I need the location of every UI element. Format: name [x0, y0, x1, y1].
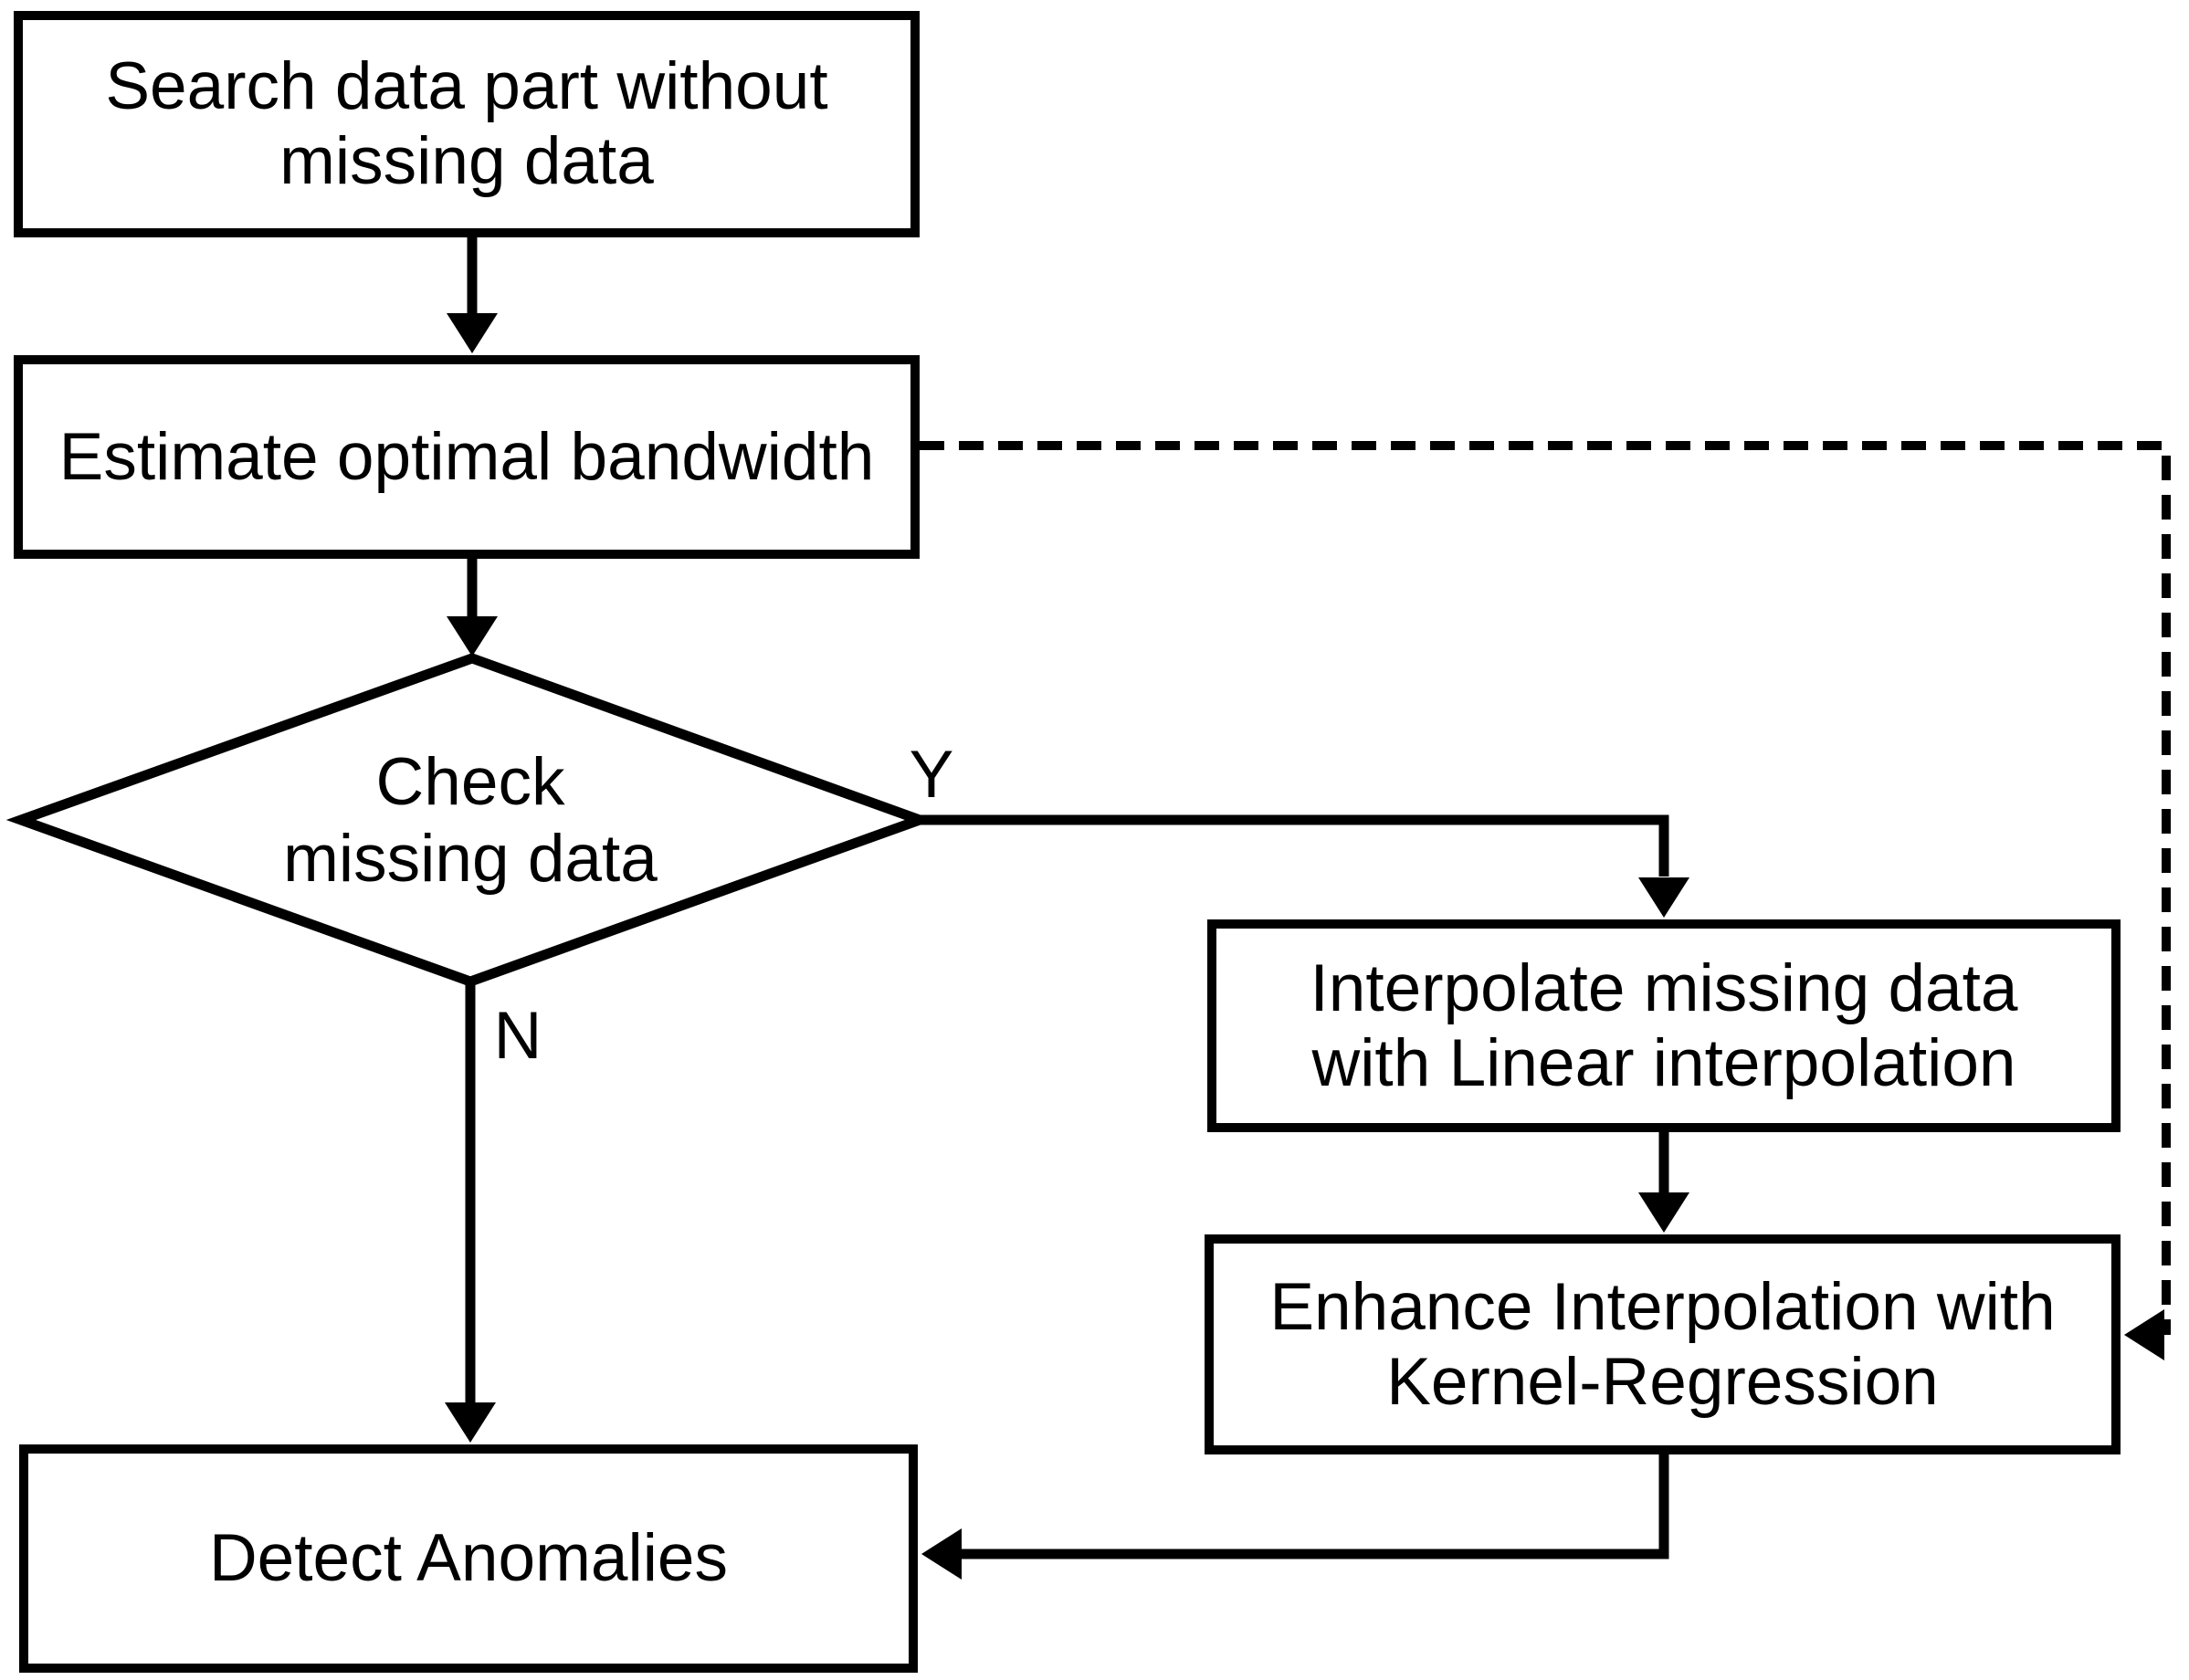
- node-check-missing-data-label: Check missing data: [196, 721, 744, 920]
- decision-diamond-check-missing-data: [5, 653, 935, 987]
- edge-label-no: N: [493, 999, 542, 1073]
- arrowhead-interpolate-enhance: [1638, 1192, 1689, 1233]
- edge-check-interpolate: [916, 814, 1669, 877]
- node-check-line1: Check: [375, 745, 565, 820]
- node-enhance-line1: Enhance Interpolation with: [1269, 1269, 2056, 1344]
- node-detect-anomalies: Detect Anomalies: [19, 1444, 918, 1673]
- node-interpolate-missing-data: Interpolate missing data with Linear int…: [1207, 919, 2121, 1132]
- node-search-data: Search data part without missing data: [14, 11, 920, 237]
- node-search-line1: Search data part without: [105, 49, 828, 124]
- node-interpolate-line1: Interpolate missing data: [1310, 950, 2018, 1025]
- arrowhead-estimate-enhance: [2124, 1309, 2164, 1360]
- node-enhance-line2: Kernel-Regression: [1386, 1344, 1939, 1419]
- arrowhead-enhance-detect: [921, 1528, 962, 1580]
- node-search-line2: missing data: [279, 124, 654, 198]
- edge-enhance-detect: [959, 1454, 1669, 1559]
- edge-label-yes: Y: [909, 738, 954, 812]
- arrowhead-check-interpolate: [1638, 877, 1689, 918]
- node-estimate-label: Estimate optimal bandwidth: [58, 419, 875, 494]
- arrowhead-check-detect: [445, 1402, 496, 1443]
- node-estimate-bandwidth: Estimate optimal bandwidth: [14, 355, 920, 559]
- node-check-line2: missing data: [283, 822, 658, 896]
- arrowhead-search-estimate: [447, 313, 498, 353]
- edge-estimate-enhance-dashed: [920, 441, 2171, 1335]
- node-enhance-interpolation: Enhance Interpolation with Kernel-Regres…: [1205, 1234, 2121, 1454]
- arrowhead-estimate-check: [447, 616, 498, 656]
- node-interpolate-line2: with Linear interpolation: [1311, 1025, 2016, 1100]
- node-detect-label: Detect Anomalies: [208, 1521, 729, 1596]
